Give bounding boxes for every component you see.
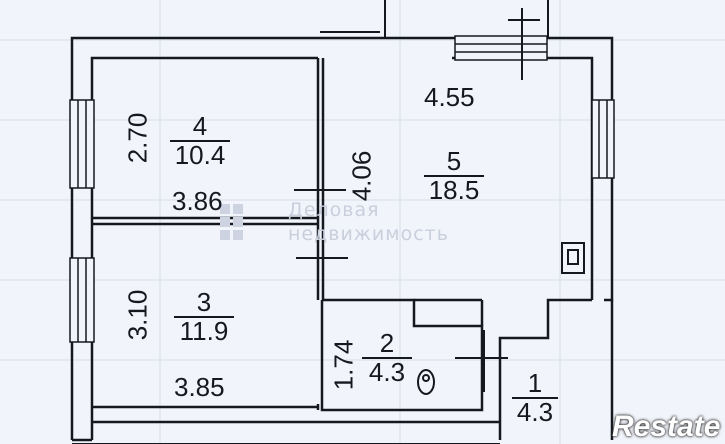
brand-logo: Restate: [612, 410, 721, 443]
room3-height: 3.10: [122, 289, 153, 341]
room4-height: 2.70: [122, 112, 153, 164]
room5-label: 5 18.5: [424, 148, 484, 204]
door-marks: [294, 8, 540, 392]
room1-label: 1 4.3: [512, 370, 558, 426]
room4-number: 4: [170, 113, 230, 142]
room4-label: 4 10.4: [170, 113, 230, 169]
upper-structure: [320, 0, 549, 38]
interior-walls: [92, 58, 484, 412]
room3-width: 3.85: [174, 372, 225, 402]
room5-number: 5: [424, 148, 484, 177]
room3-area: 11.9: [179, 316, 229, 346]
windows: [69, 35, 615, 343]
watermark-line1: Деловая: [288, 199, 380, 221]
room2-number: 2: [362, 330, 412, 359]
watermark-logo-icon: [220, 204, 243, 240]
room2-height: 1.74: [328, 339, 359, 391]
room1-area: 4.3: [516, 397, 554, 427]
room5-width: 4.55: [424, 82, 475, 112]
room2-label: 2 4.3: [362, 330, 412, 386]
room3-number: 3: [174, 289, 234, 318]
room5-area: 18.5: [428, 175, 480, 205]
room2-area: 4.3: [368, 357, 406, 387]
room4-area: 10.4: [174, 140, 226, 170]
watermark-line2: недвижимость: [288, 223, 449, 245]
room5-height: 4.06: [346, 150, 377, 202]
watermark-text: Деловая недвижимость: [288, 198, 449, 246]
room3-label: 3 11.9: [174, 289, 234, 345]
room4-width: 3.86: [172, 186, 223, 216]
room1-number: 1: [512, 370, 558, 399]
fixtures: [417, 242, 585, 395]
